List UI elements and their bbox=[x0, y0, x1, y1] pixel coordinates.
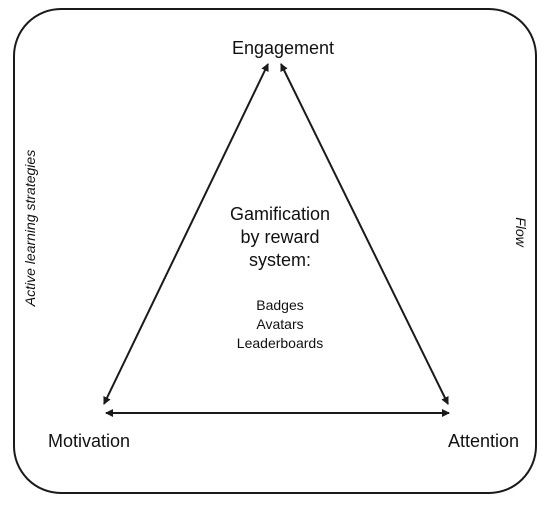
reward-item-avatars: Avatars bbox=[256, 316, 304, 332]
center-title-line: Gamification bbox=[229, 204, 331, 224]
side-label-flow: Flow bbox=[513, 217, 529, 247]
reward-item-badges: Badges bbox=[256, 297, 304, 313]
reward-item-leaderboards: Leaderboards bbox=[236, 335, 324, 351]
node-motivation: Motivation bbox=[48, 431, 131, 451]
node-attention: Attention bbox=[447, 431, 519, 451]
arrow-engagement-attention bbox=[280, 63, 449, 405]
center-text-block: Gamification by reward system: Badges Av… bbox=[180, 203, 380, 353]
arrow-engagement-motivation bbox=[103, 63, 269, 405]
node-engagement: Engagement bbox=[231, 38, 335, 58]
side-label-active-learning: Active learning strategies bbox=[22, 149, 38, 307]
center-title-line: system: bbox=[248, 250, 311, 270]
diagram-frame bbox=[13, 8, 537, 494]
center-title-line: by reward bbox=[240, 227, 320, 247]
reward-items-list: Badges Avatars Leaderboards bbox=[180, 296, 380, 353]
